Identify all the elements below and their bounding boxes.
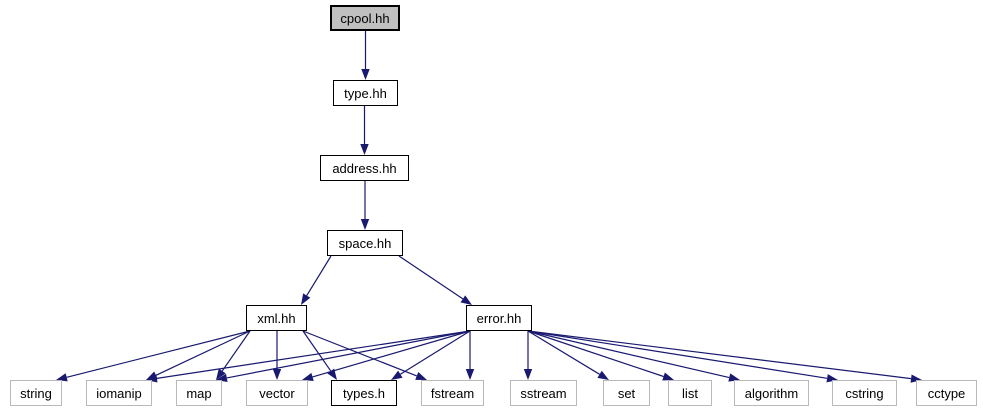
node-type-hh[interactable]: type.hh [333,80,398,106]
node-algorithm: algorithm [734,380,809,406]
edge-error-hh-to-list [527,330,674,381]
edge-error-hh-to-fstream [465,331,475,380]
node-fstream: fstream [421,380,484,406]
edge-error-hh-to-vector [302,330,471,381]
node-map: map [176,380,222,406]
edge-error-hh-to-algorithm [527,330,740,382]
edge-xml-hh-to-string [56,330,251,382]
node-iomanip: iomanip [86,380,152,406]
node-set: set [603,380,650,406]
node-address-hh[interactable]: address.hh [320,155,409,181]
edge-xml-hh-to-fstream [302,330,427,380]
edge-error-hh-to-cstring [527,330,838,383]
node-cstring: cstring [832,380,897,406]
edge-address-hh-to-space-hh [360,181,370,230]
edge-error-hh-to-types-h [391,330,471,380]
edge-error-hh-to-cctype [527,330,922,383]
edge-xml-hh-to-types-h [302,330,337,380]
edge-space-hh-to-error-hh [398,255,472,305]
edge-type-hh-to-address-hh [360,106,369,155]
node-sstream: sstream [510,380,577,406]
edge-space-hh-to-xml-hh [301,255,332,305]
edge-error-hh-to-sstream [523,331,533,380]
node-vector: vector [246,380,308,406]
edge-xml-hh-to-vector [272,331,282,380]
node-cctype: cctype [916,380,977,406]
edge-error-hh-to-map [216,330,471,383]
node-string: string [10,380,62,406]
node-cpool-hh: cpool.hh [330,5,400,31]
node-xml-hh[interactable]: xml.hh [246,305,307,331]
node-types-h[interactable]: types.h [331,380,397,406]
edge-cpool-hh-to-type-hh [361,31,370,80]
node-error-hh[interactable]: error.hh [466,305,532,331]
node-list: list [668,380,712,406]
edge-error-hh-to-set [527,330,609,380]
edge-xml-hh-to-map [216,330,251,380]
node-space-hh[interactable]: space.hh [327,230,403,256]
